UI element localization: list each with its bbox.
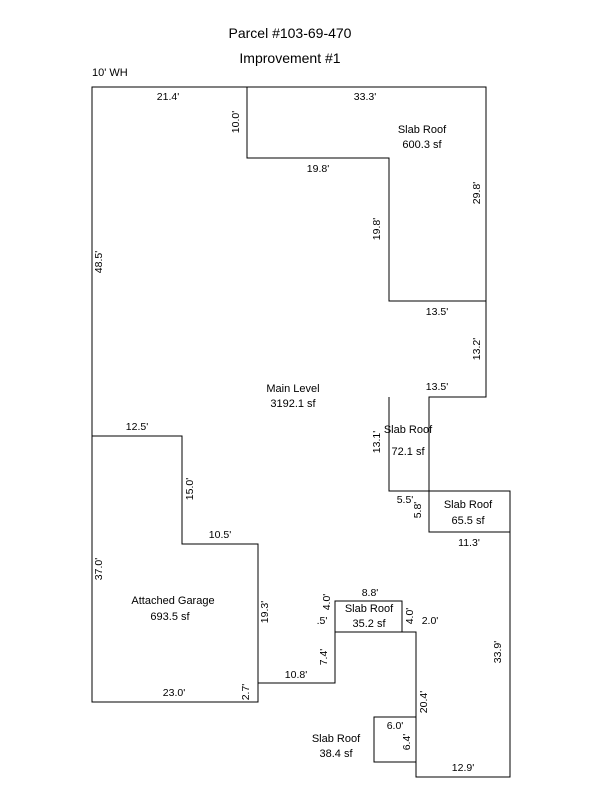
dim-13-1: 13.1' <box>371 431 383 453</box>
dim-37-0: 37.0' <box>93 558 105 580</box>
dim-8-8: 8.8' <box>362 587 379 599</box>
slab-roof-3-label: Slab Roof <box>444 499 493 511</box>
dim-48-5: 48.5' <box>93 251 105 273</box>
slab-roof-1-area: 600.3 sf <box>402 139 442 151</box>
dim-6-4: 6.4' <box>401 734 413 751</box>
slab-roof-72-outline <box>388 397 429 492</box>
dim-13-5-b: 13.5' <box>426 381 448 393</box>
slab-roof-2-area: 72.1 sf <box>391 446 425 458</box>
dim-5-8: 5.8' <box>412 502 424 519</box>
dim-13-2: 13.2' <box>471 338 483 360</box>
main-level-outline <box>91 86 511 778</box>
garage-label: Attached Garage <box>131 595 214 607</box>
main-level-label: Main Level <box>266 383 319 395</box>
dim-6-0: 6.0' <box>387 720 404 732</box>
dim-2-0: 2.0' <box>422 615 439 627</box>
dim-5-5: 5.5' <box>397 494 414 506</box>
dim-12-5: 12.5' <box>126 421 148 433</box>
slab-roof-5-area: 38.4 sf <box>319 748 353 760</box>
garage-area: 693.5 sf <box>150 611 190 623</box>
dim-top-left: 21.4' <box>157 91 179 103</box>
sketch-outlines <box>91 86 511 778</box>
dim-inner-vertical: 19.8' <box>371 218 383 240</box>
slab-roof-35-outline <box>334 600 403 632</box>
area-labels: Slab Roof 600.3 sf Main Level 3192.1 sf … <box>131 124 493 760</box>
slab-roof-38-outline <box>373 716 417 763</box>
dim-20-4: 20.4' <box>418 691 430 713</box>
dim-12-9: 12.9' <box>452 762 474 774</box>
dim-4-0-right: 4.0' <box>404 608 416 625</box>
improvement-title: Improvement #1 <box>239 50 340 66</box>
dim-10-5: 10.5' <box>209 529 231 541</box>
dim-7-4: 7.4' <box>318 649 330 666</box>
dim-19-3: 19.3' <box>259 601 271 623</box>
slab-roof-5-label: Slab Roof <box>312 733 361 745</box>
slab-roof-65-outline <box>428 491 510 533</box>
slab-roof-1-label: Slab Roof <box>398 124 447 136</box>
dim-4-0-left: 4.0' <box>321 594 333 611</box>
dim-11-3: 11.3' <box>458 537 480 549</box>
dim-33-9: 33.9' <box>492 641 504 663</box>
dim-notch-horizontal: 19.8' <box>307 163 329 175</box>
slab-roof-3-area: 65.5 sf <box>451 515 485 527</box>
dim-notch-vertical: 10.0' <box>230 111 242 133</box>
vertical-dimensions: 10.0' 19.8' 29.8' 48.5' 13.2' 13.1' 5.8'… <box>93 111 504 751</box>
dim-23-0: 23.0' <box>163 687 185 699</box>
dim-2-7: 2.7' <box>240 684 252 701</box>
dim-13-5-a: 13.5' <box>426 306 448 318</box>
dim-top-right: 33.3' <box>354 91 376 103</box>
slab-roof-notch-outline <box>246 87 486 302</box>
garage-outline <box>92 435 259 683</box>
horizontal-dimensions: 21.4' 33.3' 19.8' 13.5' 13.5' 12.5' 5.5'… <box>126 91 480 774</box>
slab-roof-4-label: Slab Roof <box>345 603 394 615</box>
main-level-area: 3192.1 sf <box>270 398 316 410</box>
dim-10-8: 10.8' <box>285 669 307 681</box>
slab-roof-2-label: Slab Roof <box>384 424 433 436</box>
wall-height-note: 10' WH <box>92 67 128 79</box>
dim-0-5: .5' <box>317 615 328 627</box>
slab-roof-4-area: 35.2 sf <box>352 618 386 630</box>
dim-15-0: 15.0' <box>184 478 196 500</box>
dim-29-8: 29.8' <box>471 182 483 204</box>
parcel-title: Parcel #103-69-470 <box>229 25 352 41</box>
